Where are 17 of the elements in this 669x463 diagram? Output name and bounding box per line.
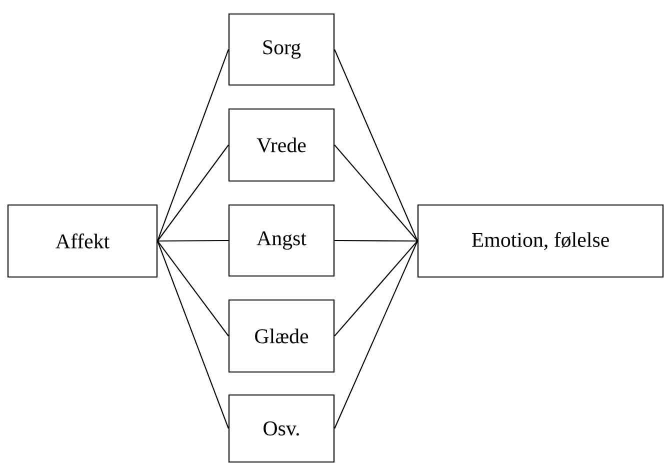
box: Sorg bbox=[228, 13, 335, 86]
connector-line bbox=[157, 144, 229, 242]
connector-line bbox=[334, 240, 418, 336]
connector-line bbox=[334, 144, 418, 242]
connector-line bbox=[157, 240, 229, 336]
connector-line bbox=[157, 49, 229, 242]
connector-line bbox=[334, 240, 418, 242]
connector-line bbox=[334, 49, 418, 242]
connector-line bbox=[334, 240, 418, 429]
connector-line bbox=[158, 240, 228, 242]
connector-line bbox=[157, 240, 229, 429]
box: Glæde bbox=[228, 299, 335, 373]
box: Vrede bbox=[228, 108, 335, 182]
box: Osv. bbox=[228, 394, 335, 463]
box: Emotion, følelse bbox=[417, 204, 664, 278]
box: Affekt bbox=[7, 204, 158, 278]
box: Angst bbox=[228, 204, 335, 277]
